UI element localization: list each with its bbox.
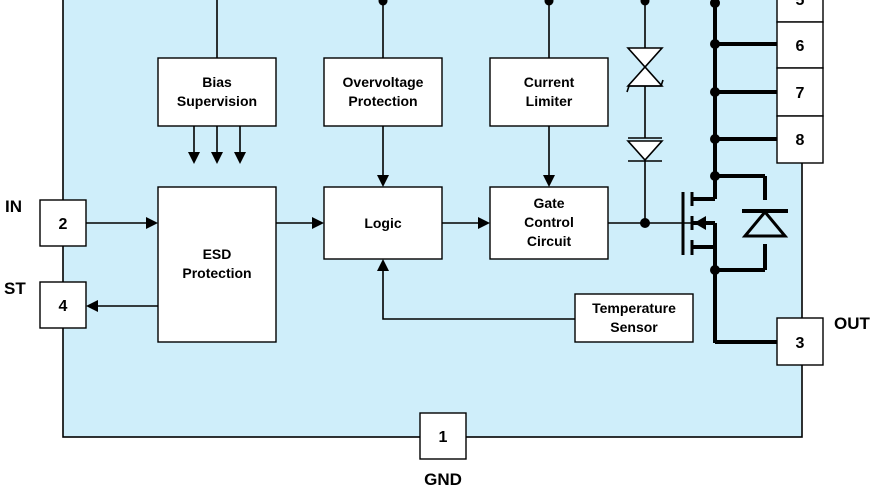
- esd-protection-block: ESD Protection: [157, 186, 277, 343]
- svg-text:Circuit: Circuit: [527, 233, 572, 249]
- zener-diode-icon: [626, 47, 664, 93]
- svg-text:Gate: Gate: [533, 195, 564, 211]
- svg-text:Bias: Bias: [202, 74, 232, 90]
- gate-control-circuit-block: Gate Control Circuit: [489, 186, 609, 260]
- svg-text:ESD: ESD: [203, 246, 232, 262]
- svg-text:8: 8: [796, 132, 805, 149]
- svg-text:5: 5: [796, 0, 805, 9]
- svg-text:Sensor: Sensor: [610, 319, 658, 335]
- svg-text:3: 3: [796, 335, 805, 352]
- pin-7: 7: [776, 67, 824, 117]
- out-label: OUT: [834, 314, 871, 333]
- pin-3-out: 3: [776, 317, 824, 366]
- svg-text:4: 4: [59, 298, 68, 315]
- svg-text:6: 6: [796, 38, 805, 55]
- svg-text:Protection: Protection: [182, 265, 251, 281]
- pin-6: 6: [776, 21, 824, 69]
- svg-text:1: 1: [439, 429, 448, 446]
- power-mosfet-icon: [681, 176, 717, 343]
- svg-text:Overvoltage: Overvoltage: [343, 74, 424, 90]
- pin-5: 5: [776, 0, 824, 23]
- svg-text:Limiter: Limiter: [526, 93, 573, 109]
- logic-block: Logic: [323, 186, 443, 260]
- bias-supervision-block: Bias Supervision: [157, 57, 277, 127]
- current-limiter-block: Current Limiter: [489, 57, 609, 127]
- overvoltage-protection-block: Overvoltage Protection: [323, 57, 443, 127]
- svg-text:7: 7: [796, 85, 805, 102]
- pin-4-st: 4: [39, 281, 87, 329]
- svg-text:Control: Control: [524, 214, 574, 230]
- svg-text:Logic: Logic: [364, 215, 402, 231]
- body-diode-icon: [741, 200, 789, 244]
- svg-text:2: 2: [59, 216, 68, 233]
- pin-1-gnd: 1: [419, 412, 467, 460]
- svg-text:Supervision: Supervision: [177, 93, 257, 109]
- pin-2-in: 2: [39, 199, 87, 247]
- svg-text:Protection: Protection: [348, 93, 417, 109]
- st-label: ST: [4, 279, 26, 298]
- gnd-label: GND: [424, 470, 462, 489]
- pin-8: 8: [776, 115, 824, 164]
- temperature-sensor-block: Temperature Sensor: [574, 293, 694, 343]
- svg-text:Current: Current: [524, 74, 575, 90]
- in-label: IN: [5, 197, 22, 216]
- svg-text:Temperature: Temperature: [592, 300, 676, 316]
